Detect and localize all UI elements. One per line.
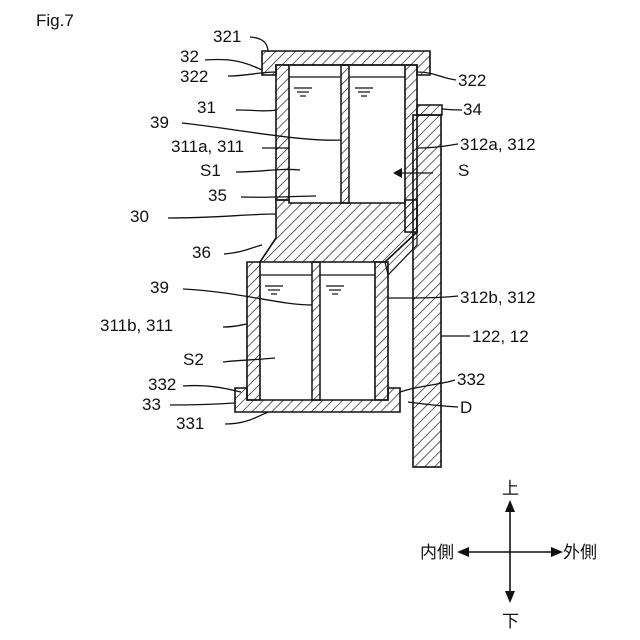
- label-311a: 311a, 311: [171, 137, 244, 156]
- direction-indicator: [457, 500, 563, 603]
- upper-partition: [341, 65, 349, 203]
- label-122: 122, 12: [472, 327, 529, 346]
- label-311b: 311b, 311: [100, 316, 173, 335]
- lower-partition: [312, 262, 320, 400]
- label-332-right: 332: [457, 370, 485, 389]
- arrow-down-icon: [505, 591, 515, 603]
- label-s1: S1: [200, 161, 221, 180]
- label-322-right: 322: [458, 71, 486, 90]
- label-312a: 312a, 312: [460, 135, 536, 154]
- label-39-bottom: 39: [150, 278, 169, 297]
- label-312b: 312b, 312: [460, 288, 536, 307]
- label-36: 36: [192, 243, 211, 262]
- label-s: S: [458, 161, 469, 180]
- label-s2: S2: [183, 350, 204, 369]
- plate: [413, 115, 441, 467]
- label-331: 331: [176, 414, 204, 433]
- label-31: 31: [197, 98, 216, 117]
- label-32: 32: [180, 47, 199, 66]
- direction-up-label: 上: [502, 479, 519, 499]
- bracket: [417, 105, 442, 115]
- arrow-up-icon: [505, 500, 515, 512]
- label-30: 30: [130, 207, 149, 226]
- label-34: 34: [463, 100, 482, 119]
- arrow-right-icon: [551, 547, 563, 557]
- arrow-left-icon: [457, 547, 469, 557]
- label-d: D: [460, 398, 472, 417]
- label-33: 33: [142, 395, 161, 414]
- label-332-left: 332: [148, 375, 176, 394]
- label-321: 321: [213, 27, 241, 46]
- direction-outer-label: 外側: [563, 543, 597, 563]
- label-39-top: 39: [150, 113, 169, 132]
- direction-down-label: 下: [502, 612, 519, 632]
- label-322-left: 322: [180, 67, 208, 86]
- direction-inner-label: 内側: [420, 543, 454, 563]
- middle-block: [260, 200, 417, 262]
- figure-label: Fig.7: [36, 11, 74, 30]
- label-35: 35: [208, 186, 227, 205]
